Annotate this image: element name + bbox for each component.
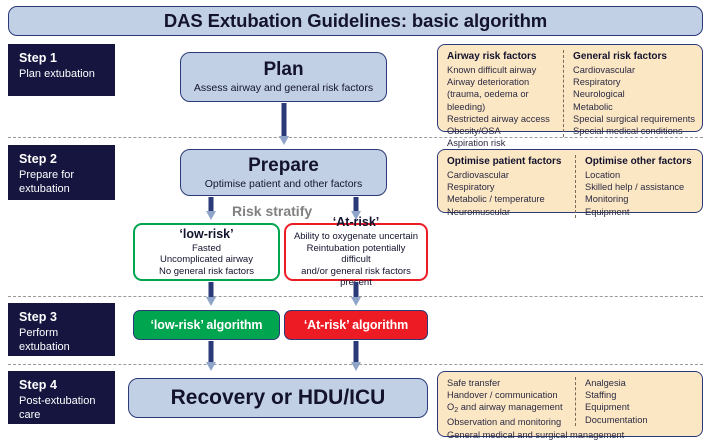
list-item: Staffing xyxy=(585,390,617,401)
general-risk-factors-heading: General risk factors xyxy=(573,51,667,62)
arrow-plan-to-prepare xyxy=(276,103,292,145)
list-item: Respiratory xyxy=(447,182,495,193)
list-item: Metabolic / temperature xyxy=(447,194,545,205)
algorithm-low-risk-label: ‘low-risk’ algorithm xyxy=(150,318,263,332)
plan-heading: Plan xyxy=(263,59,304,80)
low-risk-line: Fasted xyxy=(191,242,222,254)
post-extubation-footer: General medical and surgical management xyxy=(447,429,625,440)
list-item: Neurological xyxy=(573,89,625,100)
list-item: Documentation xyxy=(585,414,648,425)
prepare-heading: Prepare xyxy=(248,154,319,176)
page-title-bar: DAS Extubation Guidelines: basic algorit… xyxy=(8,6,703,36)
list-item: Analgesia xyxy=(585,378,626,388)
list-item: Special medical conditions xyxy=(573,126,683,137)
list-item: Equipment xyxy=(585,402,630,413)
info-box-post-extubation-care: Safe transfer Handover / communication O… xyxy=(437,371,703,440)
optimise-other-factors-heading: Optimise other factors xyxy=(585,156,692,167)
post-extubation-left-column: Safe transfer Handover / communication O… xyxy=(447,377,575,428)
risk-stratify-label: Risk stratify xyxy=(232,203,313,219)
list-item: Respiratory xyxy=(573,77,621,88)
list-item: Known difficult airway xyxy=(447,65,537,75)
step-1-title: Step 1 xyxy=(19,51,58,65)
post-extubation-right-column: Analgesia Staffing Equipment Documentati… xyxy=(575,377,648,426)
arrow-low-risk-algorithm-to-recovery xyxy=(203,341,219,375)
risk-box-low-risk[interactable]: ‘low-risk’ Fasted Uncomplicated airway N… xyxy=(133,223,280,281)
step-1-label-box: Step 1 Plan extubation xyxy=(8,44,115,96)
step-3-label-box: Step 3 Perform extubation xyxy=(8,303,115,356)
at-risk-heading: ‘At-risk’ xyxy=(332,215,380,230)
optimise-patient-factors-column: Optimise patient factors Cardiovascular … xyxy=(447,155,575,218)
list-item: Handover / communication xyxy=(447,390,558,401)
low-risk-line: No general risk factors xyxy=(158,265,255,277)
optimise-other-factors-column: Optimise other factors Location Skilled … xyxy=(575,155,692,218)
list-item: Obesity/OSA xyxy=(447,126,501,137)
airway-risk-factors-column: Airway risk factors Known difficult airw… xyxy=(447,50,563,149)
step-2-subtitle: Prepare for extubation xyxy=(19,169,75,195)
list-item: Metabolic xyxy=(573,101,613,112)
list-item: Skilled help / assistance xyxy=(585,182,685,193)
low-risk-line: Uncomplicated airway xyxy=(160,254,253,266)
prepare-subtext: Optimise patient and other factors xyxy=(204,177,363,190)
step-4-label-box: Step 4 Post-extubation care xyxy=(8,371,115,424)
arrow-low-risk-to-algorithm xyxy=(203,282,219,310)
step-4-subtitle: Post-extubation care xyxy=(19,395,96,421)
list-item: Neuromuscular xyxy=(447,206,511,217)
process-box-recovery[interactable]: Recovery or HDU/ICU xyxy=(128,378,428,418)
algorithm-button-at-risk[interactable]: ‘At-risk’ algorithm xyxy=(284,310,428,340)
list-item: Cardiovascular xyxy=(447,170,510,180)
step-3-subtitle: Perform extubation xyxy=(19,327,70,353)
algorithm-at-risk-label: ‘At-risk’ algorithm xyxy=(303,318,409,332)
low-risk-heading: ‘low-risk’ xyxy=(179,226,234,241)
page-title: DAS Extubation Guidelines: basic algorit… xyxy=(163,10,548,31)
arrow-prepare-to-at-risk xyxy=(348,197,364,225)
list-item: Equipment xyxy=(585,206,630,217)
general-risk-factors-column: General risk factors Cardiovascular Resp… xyxy=(563,50,695,138)
plan-subtext: Assess airway and general risk factors xyxy=(193,82,374,94)
list-item: Airway deterioration (trauma, oedema or … xyxy=(447,77,530,112)
process-box-plan[interactable]: Plan Assess airway and general risk fact… xyxy=(180,52,387,102)
at-risk-line: Reintubation potentially difficult xyxy=(306,242,406,266)
list-item: Restricted airway access xyxy=(447,113,550,124)
info-box-optimise-factors: Optimise patient factors Cardiovascular … xyxy=(437,149,703,218)
list-item: Special surgical requirements xyxy=(573,113,695,124)
algorithm-button-low-risk[interactable]: ‘low-risk’ algorithm xyxy=(133,310,280,340)
arrow-at-risk-algorithm-to-recovery xyxy=(348,341,364,375)
list-item: Safe transfer xyxy=(447,378,501,388)
info-box-risk-factors: Airway risk factors Known difficult airw… xyxy=(437,44,703,148)
step-3-title: Step 3 xyxy=(19,310,58,324)
list-item: Monitoring xyxy=(585,194,629,205)
list-item: Observation and monitoring xyxy=(447,416,562,427)
list-item: Location xyxy=(585,170,621,180)
step-2-label-box: Step 2 Prepare for extubation xyxy=(8,145,115,200)
separator-step1-step2 xyxy=(8,137,703,138)
step-4-title: Step 4 xyxy=(19,378,58,392)
arrow-prepare-to-low-risk xyxy=(203,197,219,225)
optimise-patient-factors-heading: Optimise patient factors xyxy=(447,156,562,167)
process-box-prepare[interactable]: Prepare Optimise patient and other facto… xyxy=(180,149,387,196)
list-item: Aspiration risk xyxy=(447,138,506,149)
step-1-subtitle: Plan extubation xyxy=(19,68,95,80)
airway-risk-factors-heading: Airway risk factors xyxy=(447,51,537,62)
list-item: Cardiovascular xyxy=(573,65,636,75)
risk-box-at-risk[interactable]: ‘At-risk’ Ability to oxygenate uncertain… xyxy=(284,215,428,288)
arrow-at-risk-to-algorithm xyxy=(348,282,364,310)
at-risk-line: Ability to oxygenate uncertain xyxy=(293,231,419,243)
step-2-title: Step 2 xyxy=(19,152,58,166)
list-item-oxygen: O2 and airway management xyxy=(447,402,563,415)
recovery-heading: Recovery or HDU/ICU xyxy=(170,386,386,409)
